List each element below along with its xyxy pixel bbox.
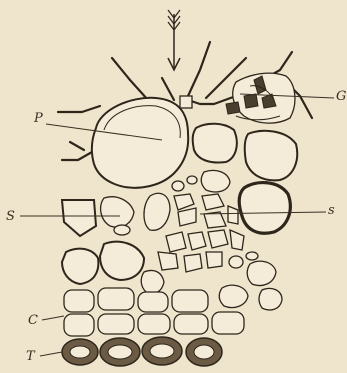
- label-s: s: [328, 203, 335, 218]
- leader-T: [40, 352, 62, 356]
- cell-lower-6: [219, 285, 248, 307]
- cell-lower-5: [259, 288, 282, 309]
- cell-P: [92, 98, 188, 188]
- label-T: T: [26, 349, 36, 364]
- cell-right-1: [193, 124, 237, 163]
- label-S: S: [6, 209, 15, 224]
- cell-lower-1: [62, 249, 98, 284]
- cell-left-S1: [62, 200, 96, 236]
- cell-small: [180, 96, 192, 108]
- cell-lower-2: [100, 242, 144, 280]
- leader-C: [42, 316, 64, 320]
- cell-right-3: [239, 183, 290, 234]
- cell-row-C: [64, 288, 244, 336]
- cell-lower-3: [141, 270, 164, 293]
- cell-small-oval: [114, 225, 130, 235]
- cell-group-G: [226, 73, 295, 123]
- label-G: G: [336, 89, 346, 104]
- cell-right-2: [245, 131, 298, 180]
- cell-mid-a: [201, 170, 230, 191]
- downward-arrow-icon: [168, 10, 180, 70]
- cell-left-S2: [101, 197, 134, 227]
- label-C: C: [28, 313, 38, 328]
- cell-lower-4: [247, 261, 276, 285]
- cell-row-T: [62, 337, 222, 366]
- label-P: P: [33, 111, 43, 126]
